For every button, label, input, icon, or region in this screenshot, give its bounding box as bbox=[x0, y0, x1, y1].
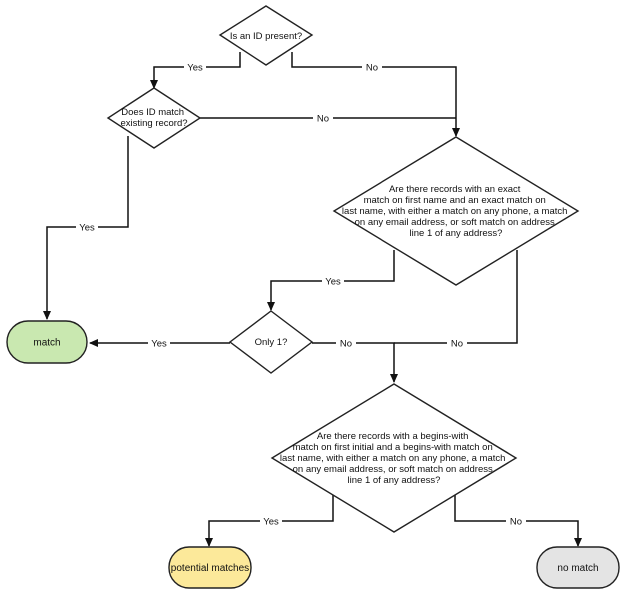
decision-exact-match-line: match on first name and an exact match o… bbox=[364, 195, 546, 206]
svg-text:Are there records with a begin: Are there records with a begins-with mat… bbox=[280, 431, 508, 486]
terminal-potential-matches-shape bbox=[168, 546, 252, 589]
edge-label-begins-yes: Yes bbox=[263, 517, 279, 528]
terminal-match: match bbox=[6, 320, 88, 364]
edge-label-only-one-no: No bbox=[340, 339, 352, 350]
decision-id-present-shape bbox=[218, 5, 314, 66]
svg-text:Are there records with an exac: Are there records with an exact match on… bbox=[342, 184, 570, 239]
decision-id-match: Does ID match existing record? bbox=[106, 87, 202, 149]
decision-begins-with-line: last name, with either a match on any ph… bbox=[280, 453, 506, 464]
edge-exact-no bbox=[394, 250, 518, 344]
decision-only-one: Only 1? bbox=[228, 310, 314, 374]
terminal-no-match-label: no match bbox=[557, 563, 598, 574]
edge-label-id-match-yes: Yes bbox=[79, 223, 95, 234]
decision-begins-with: Are there records with a begins-with mat… bbox=[270, 383, 518, 533]
edge-label-id-match-no: No bbox=[317, 114, 329, 125]
svg-text:Does ID match existing r: Does ID match existing record? bbox=[120, 107, 187, 129]
decision-begins-with-line: Are there records with a begins-with bbox=[317, 431, 469, 442]
decision-begins-with-line: line 1 of any address? bbox=[348, 475, 441, 486]
decision-exact-match-line: Are there records with an exact bbox=[389, 184, 521, 195]
edge-label-id-present-yes: Yes bbox=[187, 63, 203, 74]
terminal-no-match: no match bbox=[536, 546, 620, 589]
decision-id-match-line: existing record? bbox=[120, 118, 187, 129]
decision-begins-with-shape bbox=[270, 383, 518, 533]
edge-label-begins-no: No bbox=[510, 517, 522, 528]
edge-label-exact-no: No bbox=[451, 339, 463, 350]
decision-exact-match: Are there records with an exact match on… bbox=[332, 136, 580, 286]
edge-label-id-present-no: No bbox=[366, 63, 378, 74]
terminal-potential-matches: potential matches bbox=[168, 546, 252, 589]
decision-exact-match-line: on any email address, or soft match on a… bbox=[355, 217, 555, 228]
decision-id-present-line: Is an ID present? bbox=[230, 31, 302, 42]
decision-exact-match-line: last name, with either a match on any ph… bbox=[342, 206, 568, 217]
edge-label-exact-yes: Yes bbox=[325, 277, 341, 288]
decision-only-one-line: Only 1? bbox=[255, 337, 288, 348]
decision-only-one-shape bbox=[228, 310, 314, 374]
decision-exact-match-shape bbox=[332, 136, 580, 286]
decision-id-present: Is an ID present? bbox=[218, 5, 314, 66]
decision-exact-match-line: line 1 of any address? bbox=[410, 228, 503, 239]
terminal-match-label: match bbox=[33, 338, 60, 349]
svg-text:Is an ID present?: Is an ID present? bbox=[230, 31, 302, 42]
svg-text:Only 1?: Only 1? bbox=[255, 337, 288, 348]
terminal-no-match-shape bbox=[536, 546, 620, 589]
terminal-potential-matches-label: potential matches bbox=[171, 563, 249, 574]
decision-id-match-line: Does ID match bbox=[121, 107, 184, 118]
edge-labels: Yes No No Yes Yes Yes No No Yes No bbox=[76, 61, 526, 528]
decision-begins-with-line: match on first initial and a begins-with… bbox=[293, 442, 493, 453]
terminal-match-shape bbox=[6, 320, 88, 364]
decision-begins-with-line: on any email address, or soft match on a… bbox=[293, 464, 493, 475]
edge-label-only-one-yes: Yes bbox=[151, 339, 167, 350]
decision-id-match-shape bbox=[106, 87, 202, 149]
